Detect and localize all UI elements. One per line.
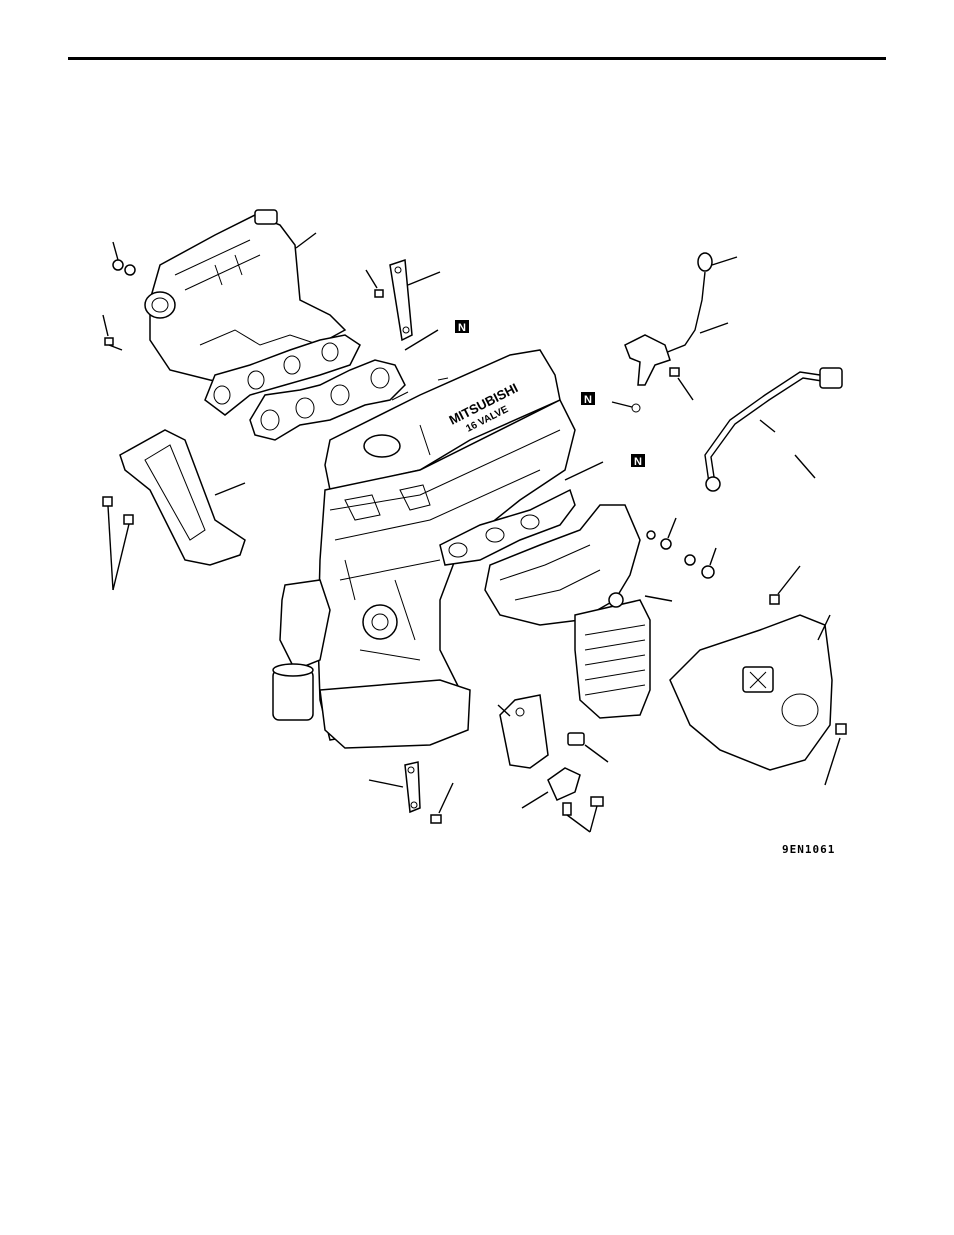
heat-protector-bolt-bottom: [825, 724, 846, 785]
oil-level-gauge: [660, 253, 737, 355]
svg-text:N: N: [458, 322, 466, 334]
engine-hanger: [369, 762, 420, 812]
heat-protector: [670, 615, 832, 770]
intake-nut-washer: [113, 242, 135, 275]
heat-protector-bolt-top: [770, 566, 800, 604]
protector-bracket-bolts: [563, 797, 603, 832]
stay-bolt: [366, 270, 383, 297]
new-part-marker-gasket-intake: N: [405, 320, 469, 350]
intake-stay: [390, 260, 440, 340]
new-part-marker-gasket-exhaust: N: [565, 454, 645, 480]
intake-bolt: [103, 315, 122, 350]
intake-manifold-stay-bracket: [120, 430, 245, 565]
exhaust-nuts: [647, 518, 716, 578]
figure-id: 9EN1061: [782, 843, 835, 856]
new-part-marker-oring: N: [581, 392, 640, 412]
heat-protector-bracket: [522, 768, 580, 808]
guide-bolt: [670, 368, 693, 400]
oxygen-sensor: [705, 368, 842, 491]
exhaust-manifold-bracket: [498, 695, 548, 768]
stay-bolts: [103, 497, 133, 590]
bracket-bolt: [568, 733, 608, 762]
svg-text:N: N: [584, 394, 592, 406]
svg-text:N: N: [634, 456, 642, 468]
hanger-bolt: [431, 783, 453, 823]
